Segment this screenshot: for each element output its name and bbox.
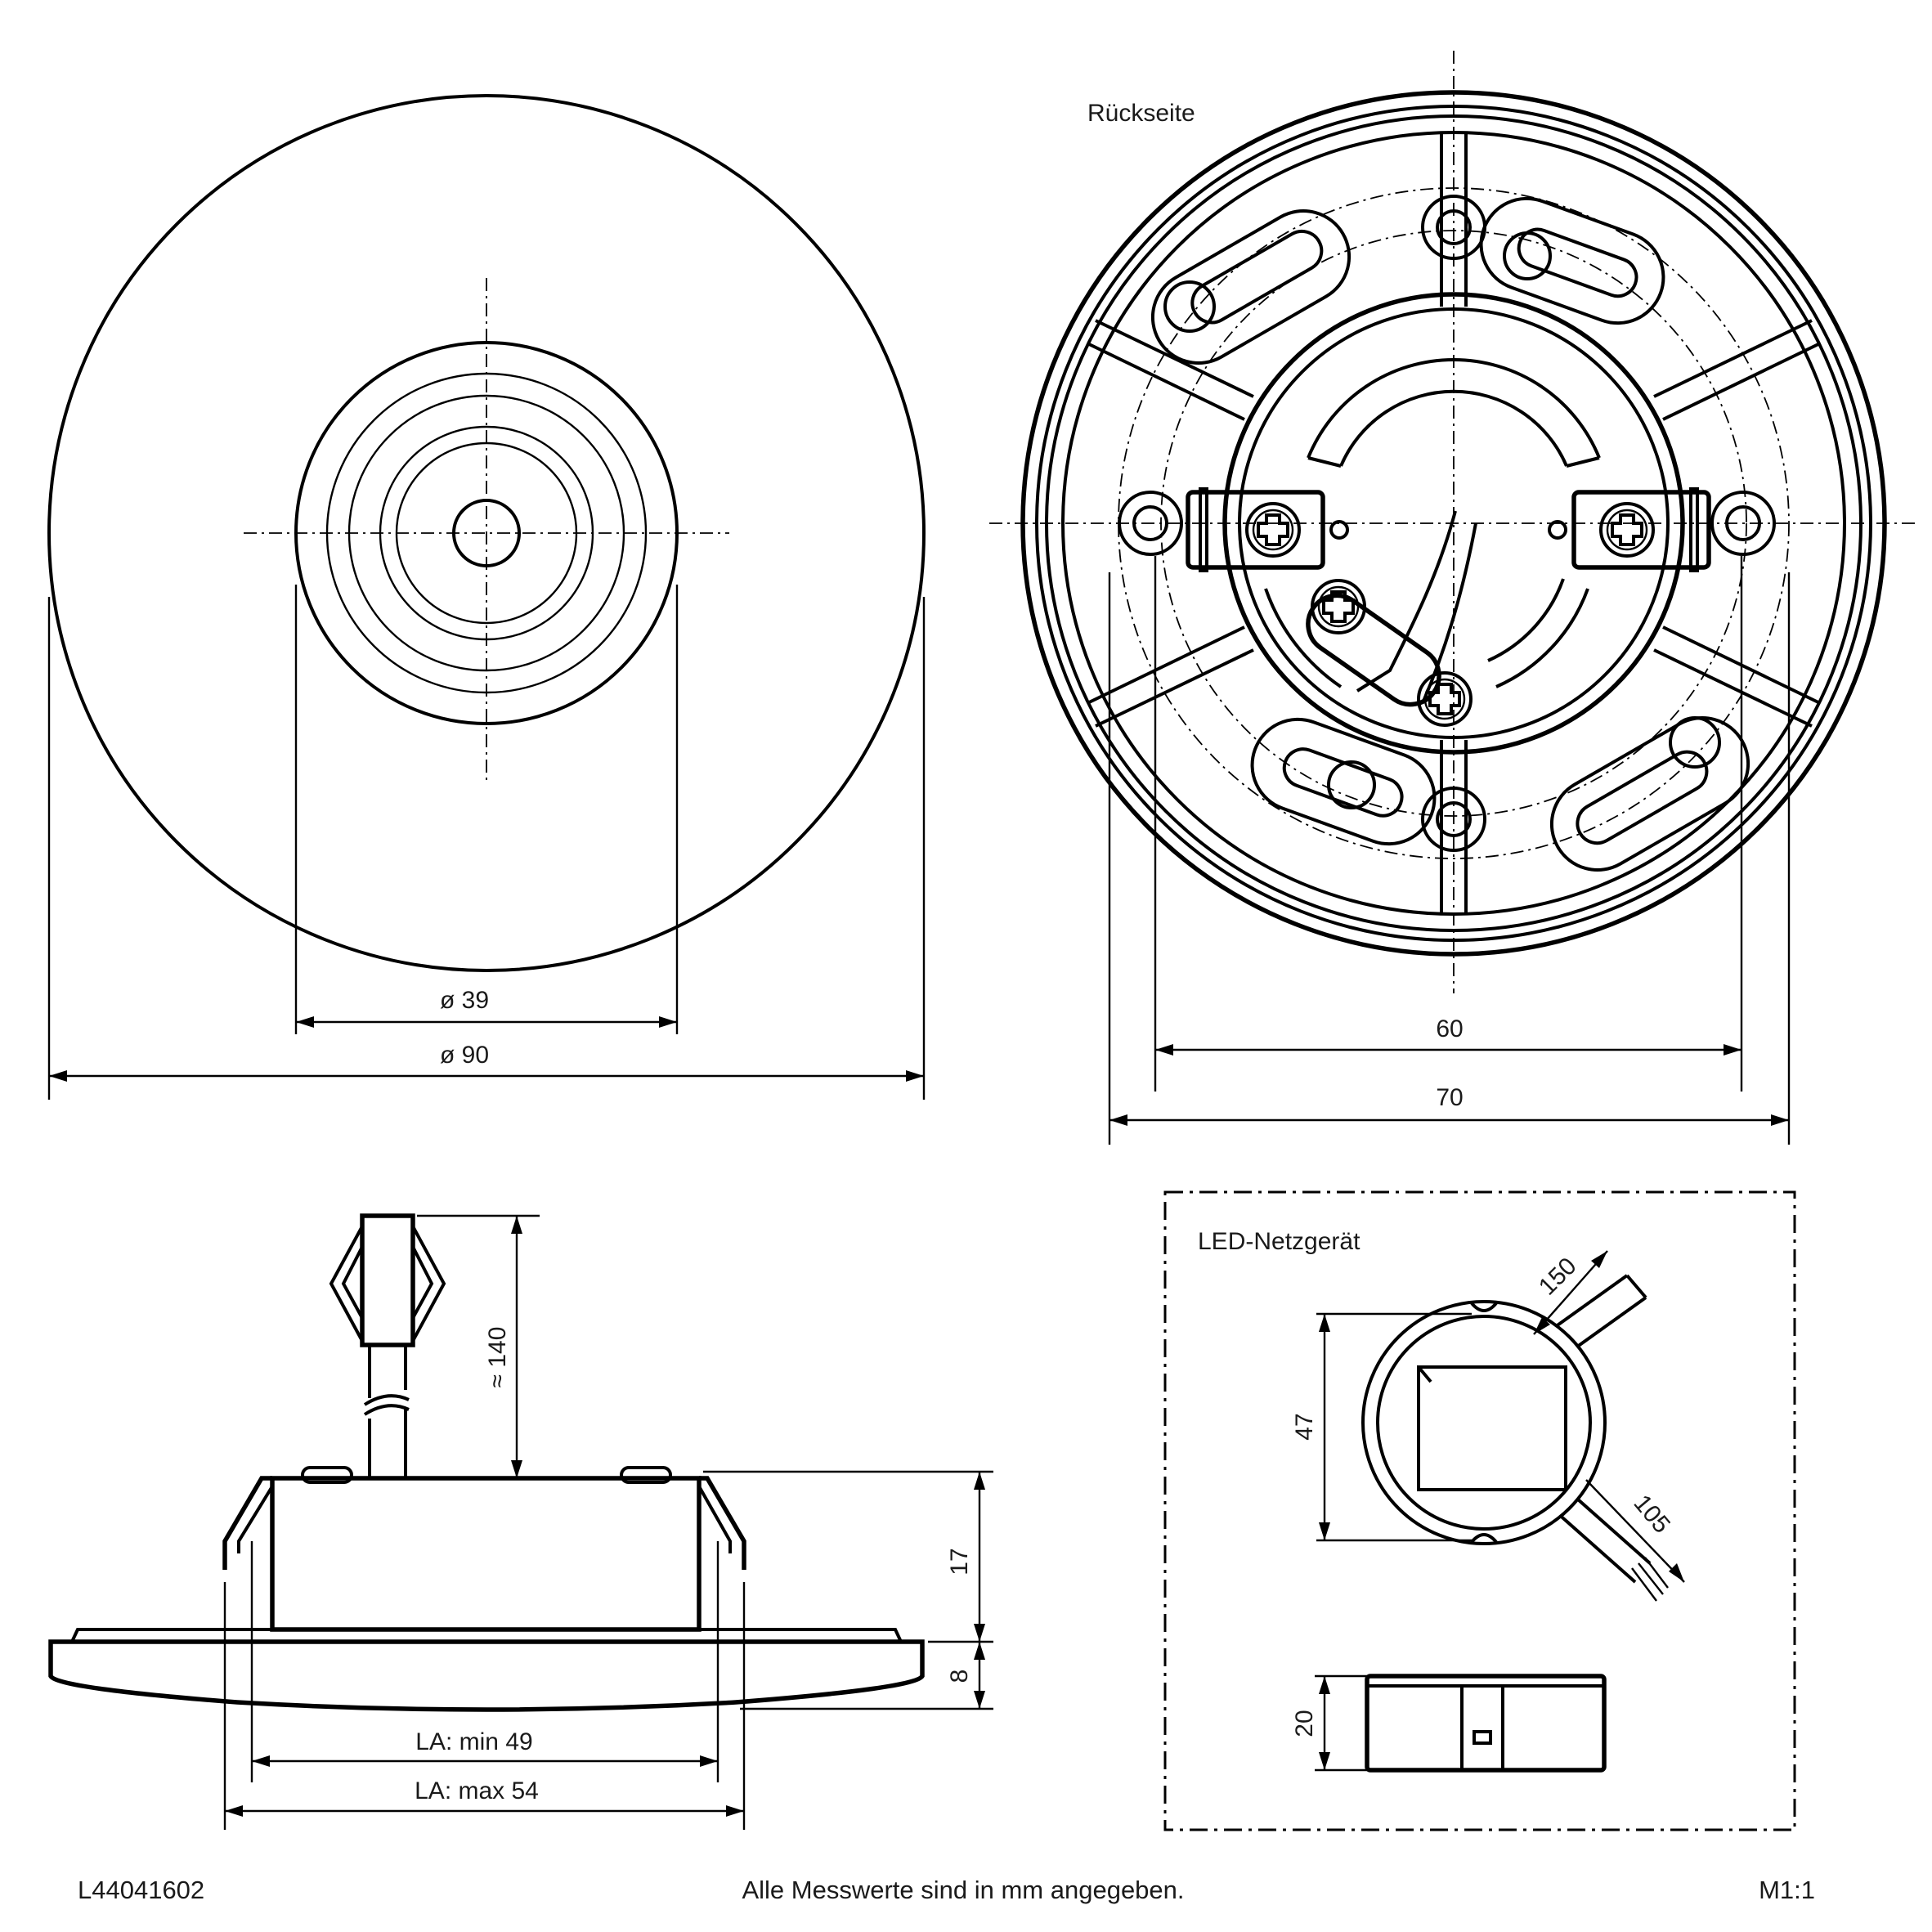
driver-label-plate bbox=[1417, 1365, 1567, 1491]
driver-cable-top bbox=[1548, 1274, 1647, 1355]
keyhole-slot bbox=[1549, 716, 1750, 872]
driver-title: LED-Netzgerät bbox=[1198, 1228, 1360, 1255]
spring-clip-left bbox=[222, 1476, 272, 1570]
dim-cable-length: ≈ 140 bbox=[484, 1327, 511, 1388]
driver-frame bbox=[1163, 1190, 1796, 1831]
dim-70: 70 bbox=[1436, 1084, 1463, 1111]
keyhole-slot bbox=[1150, 209, 1352, 365]
dim-diameter-39: ø 39 bbox=[440, 987, 489, 1014]
dim-47: 47 bbox=[1291, 1413, 1318, 1440]
back-view-title: Rückseite bbox=[1087, 100, 1195, 127]
dim-la-max: LA: max 54 bbox=[415, 1777, 539, 1804]
driver-view: LED-Netzgerät 47 150 bbox=[1163, 1190, 1796, 1831]
driver-side-body bbox=[1365, 1674, 1607, 1773]
terminal-block bbox=[1186, 487, 1349, 572]
spring-clip-right bbox=[699, 1476, 746, 1570]
connector-plug bbox=[360, 1213, 415, 1347]
back-view: Rückseite bbox=[989, 51, 1917, 1145]
outer-ring-90 bbox=[47, 94, 926, 972]
hub-arc-slot bbox=[1487, 578, 1589, 688]
front-view: ø 39 ø 90 bbox=[47, 94, 926, 1100]
dim-20: 20 bbox=[1291, 1710, 1318, 1737]
screw-icon bbox=[1311, 579, 1366, 634]
housing-body bbox=[270, 1476, 702, 1632]
spokes bbox=[1087, 133, 1821, 913]
keyhole-slot bbox=[1250, 717, 1437, 846]
article-number: L44041602 bbox=[78, 1876, 204, 1904]
screw-icon bbox=[1417, 671, 1473, 727]
dim-17: 17 bbox=[946, 1548, 973, 1575]
units-note: Alle Messwerte sind in mm angegeben. bbox=[742, 1876, 1184, 1904]
screw-icon bbox=[1245, 502, 1301, 558]
scale-note: M1:1 bbox=[1759, 1876, 1815, 1904]
driver-housing bbox=[1361, 1300, 1607, 1545]
dim-8: 8 bbox=[946, 1670, 973, 1683]
dim-diameter-90: ø 90 bbox=[440, 1042, 489, 1069]
dim-60: 60 bbox=[1436, 1015, 1463, 1042]
side-view: ≈ 140 17 8 LA: min 49 LA: max 54 bbox=[48, 1213, 993, 1830]
cover-disc bbox=[48, 1639, 925, 1712]
screw-icon bbox=[1599, 502, 1655, 558]
terminal-block bbox=[1548, 487, 1711, 572]
dim-la-min: LA: min 49 bbox=[415, 1728, 532, 1755]
cable-break bbox=[363, 1394, 410, 1416]
dim-150: 150 bbox=[1534, 1253, 1582, 1301]
